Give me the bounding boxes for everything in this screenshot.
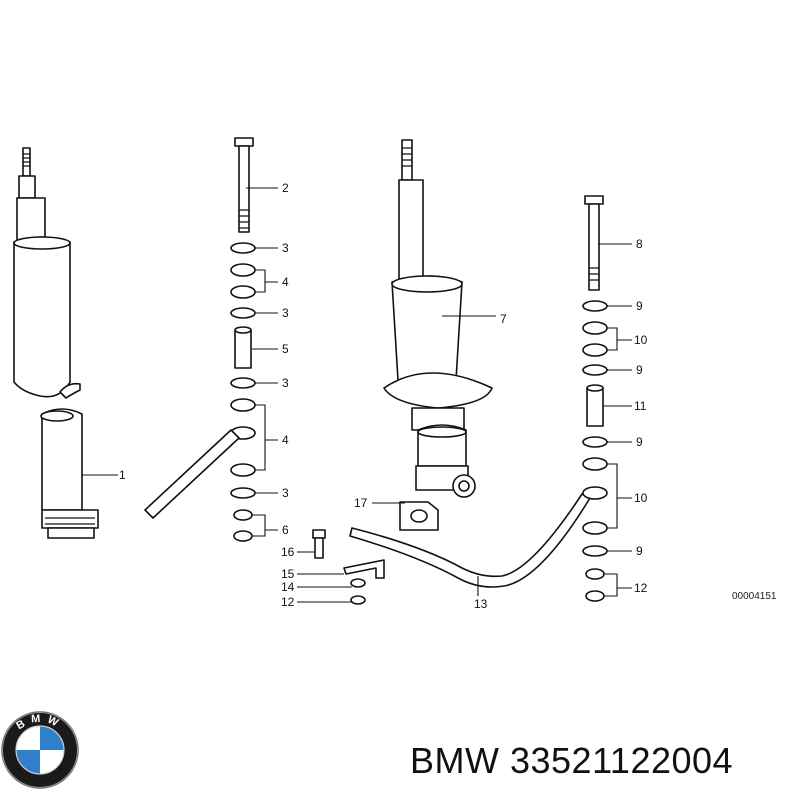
callout-12-b: 12: [281, 595, 295, 609]
shock-absorber-center: [383, 139, 493, 498]
part-number-caption: BMW 33521122004: [410, 740, 734, 781]
callout-9-a: 9: [636, 299, 643, 313]
callout-3-c: 3: [282, 376, 289, 390]
callout-2: 2: [282, 181, 289, 195]
callout-15: 15: [281, 567, 295, 581]
leader-lines: [82, 187, 632, 603]
callout-1: 1: [119, 468, 126, 482]
callout-3-a: 3: [282, 241, 289, 255]
stabilizer-bar-13: [349, 493, 591, 588]
washer-stack-left: [230, 242, 256, 542]
callout-9-c: 9: [636, 435, 643, 449]
callout-10-a: 10: [634, 333, 648, 347]
callout-8: 8: [636, 237, 643, 251]
callout-7: 7: [500, 312, 507, 326]
callout-3-d: 3: [282, 486, 289, 500]
bolt-8: [584, 195, 604, 291]
bmw-logo: BMW: [1, 711, 79, 789]
callout-14: 14: [281, 580, 295, 594]
callout-13: 13: [474, 597, 488, 611]
callout-10-b: 10: [634, 491, 648, 505]
bolt-2: [234, 137, 254, 233]
callout-12-a: 12: [634, 581, 648, 595]
callout-17: 17: [354, 496, 368, 510]
callout-6: 6: [282, 523, 289, 537]
shock-absorber-left: [13, 147, 99, 539]
callout-labels: 1 2 3 4 3 5 3 4 3 6 7 8 9 10 9 11 9 10 9…: [119, 181, 777, 611]
callout-3-b: 3: [282, 306, 289, 320]
callout-4-b: 4: [282, 433, 289, 447]
callout-9-d: 9: [636, 544, 643, 558]
callout-16: 16: [281, 545, 295, 559]
washer-stack-right: [582, 300, 608, 602]
callout-9-b: 9: [636, 363, 643, 377]
bracket-bolt-group: [312, 529, 385, 605]
diagram-reference-code: 00004151: [732, 591, 777, 602]
mounting-bracket-17: [399, 501, 439, 531]
stabilizer-arm-left: [144, 429, 240, 519]
callout-4-a: 4: [282, 275, 289, 289]
callout-5: 5: [282, 342, 289, 356]
callout-11: 11: [634, 399, 647, 413]
